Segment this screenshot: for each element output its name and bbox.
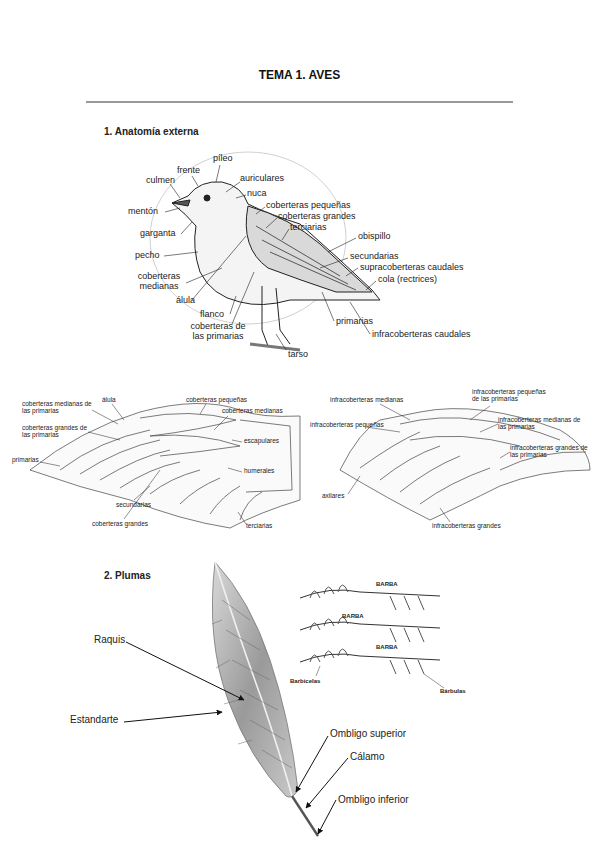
part-label: coberteras medianas de las primarias [22,400,92,414]
part-label: mentón [128,207,158,217]
bird-drawing [150,152,380,350]
part-label: supracoberteras caudales [360,263,464,273]
part-label: flanco [200,310,224,320]
upper-wing-drawing [30,403,300,528]
part-label: cola (rectrices) [378,275,437,285]
part-label: Cálamo [350,751,384,762]
barb-inset-drawing [300,585,444,688]
part-label: axilares [322,492,344,499]
part-label: secundarias [350,252,399,262]
part-label: píleo [213,154,233,164]
part-label: pecho [135,251,160,261]
section-heading: 2. Plumas [104,570,151,581]
part-label: Raquis [94,634,125,645]
part-label: Barbicelas [290,678,320,685]
part-label: álula [102,396,116,403]
part-label: obispillo [358,232,391,242]
part-label: primarias [12,456,39,463]
part-label: coberteras medianas [222,407,283,414]
page-title: TEMA 1. AVES [0,68,599,82]
part-label: BARBA [376,644,398,651]
part-label: culmen [146,176,175,186]
leader-lines [40,404,246,524]
part-label: garganta [140,229,176,239]
part-label: coberteras grandes de las primarias [22,424,92,438]
part-label: tarso [288,350,308,360]
part-label: infracoberteras medianas [330,396,403,403]
part-label: Estandarte [70,714,118,725]
part-label: infracoberteras grandes [432,522,501,529]
leader-lines [164,165,376,350]
leader-arrows [124,642,348,834]
feather-drawing [212,562,318,836]
section-heading: 1. Anatomía externa [104,126,199,137]
part-label: terciarias [290,223,327,233]
rule [86,101,513,103]
part-label: infracoberteras pequeñas [310,421,384,428]
part-label: infracoberteras grandes de las primarias [510,444,594,458]
part-label: coberteras medianas [132,272,186,292]
part-label: BARBA [342,613,364,620]
part-label: nuca [247,189,267,199]
part-label: infracoberteras medianas de las primaria… [498,416,590,430]
part-label: primarias [336,317,373,327]
part-label: Bárbulas [440,688,466,695]
part-label: infracoberteras caudales [372,330,471,340]
part-label: frente [177,166,200,176]
part-label: coberteras grandes [92,520,148,527]
part-label: escapulares [244,437,279,444]
part-label: auriculares [240,174,284,184]
part-label: Ombligo superior [330,728,406,739]
part-label: terciarias [246,522,272,529]
part-label: coberteras de las primarias [190,322,246,342]
part-label: infracoberteras pequeñas de las primaria… [472,388,554,402]
part-label: coberteras pequeñas [186,396,247,403]
part-label: álula [176,296,195,306]
part-label: coberteras pequeñas [266,201,351,211]
part-label: BARBA [376,581,398,588]
part-label: humerales [244,467,274,474]
part-label: coberteras grandes [278,212,356,222]
part-label: Ombligo inferior [338,794,409,805]
part-label: secundarias [116,501,151,508]
